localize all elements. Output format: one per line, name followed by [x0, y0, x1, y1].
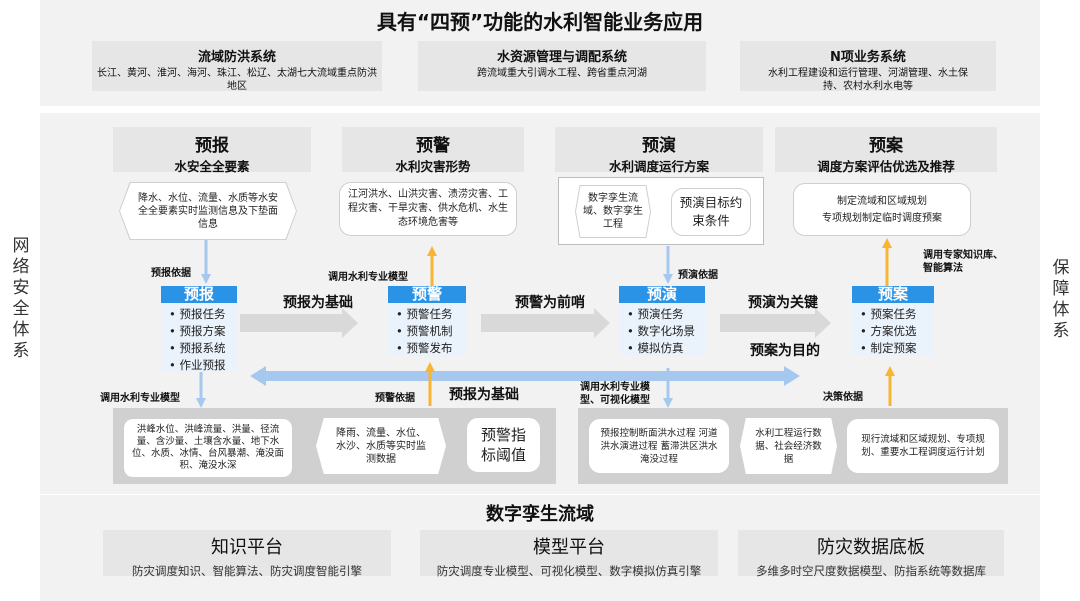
column-title: 预演 — [642, 136, 676, 156]
bottom-operation-data-box: 水利工程运行数据、社会经济数据 — [740, 418, 837, 474]
column-header-warning: 预警 水利灾害形势 — [342, 127, 524, 174]
system-desc: 长江、黄河、淮河、海河、珠江、松辽、太湖七大流域重点防洪地区 — [97, 68, 377, 92]
card-forecast: 预报 • 预报任务 • 预报方案 • 预报系统 • 作业预报 — [161, 286, 237, 372]
label-call-model-bottom: 调用水利专业模型 — [100, 393, 180, 404]
platform-name: 知识平台 — [211, 537, 283, 558]
column-header-plan: 预案 调度方案评估优选及推荐 — [775, 127, 997, 174]
flow-label-forecast-basis: 预报为基础 — [283, 295, 353, 311]
column-subtitle: 水利调度运行方案 — [608, 159, 709, 174]
label-rehearsal-basis: 预演依据 — [678, 270, 718, 281]
card-item: • 数字化场景 — [627, 324, 695, 338]
rehearsal-target-box: 预演目标约束条件 — [671, 188, 751, 236]
label-call-expert: 调用专家知识库、智能算法 — [923, 250, 1003, 274]
card-item: • 模拟仿真 — [627, 341, 684, 355]
card-item: • 方案优选 — [860, 324, 917, 338]
arrow-forecast-to-warning — [240, 308, 358, 338]
warning-info-box: 江河洪水、山洪灾害、渍涝灾害、工程灾害、干旱灾害、供水危机、水生态环境危害等 — [339, 182, 517, 236]
platform-name: 防灾数据底板 — [817, 537, 925, 558]
card-rehearsal: 预演 • 预演任务 • 数字化场景 • 模拟仿真 — [619, 286, 705, 356]
bottom-hydrology-box: 洪峰水位、洪峰流量、洪量、径流量、含沙量、土壤含水量、地下水位、水质、冰情、台风… — [123, 418, 293, 478]
card-item: • 预报系统 — [169, 341, 226, 355]
bottom-monitoring-box: 降雨、流量、水位、水沙、水质等实时监测数据 — [316, 418, 446, 474]
card-item: • 预警机制 — [396, 324, 453, 338]
card-title: 预案 — [852, 286, 934, 303]
flow-label-warning-sentinel: 预警为前哨 — [515, 295, 585, 311]
plan-info-line: 专项规划制定临时调度预案 — [822, 212, 942, 224]
bottom-flood-process-box: 预报控制断面洪水过程 河道洪水演进过程 蓄滞洪区洪水淹没过程 — [588, 418, 730, 474]
card-item: • 制定预案 — [860, 341, 917, 355]
platform-desc: 多维多时空尺度数据模型、防指系统等数据库 — [756, 564, 986, 578]
system-water-resources: 水资源管理与调配系统 跨流域重大引调水工程、跨省重点河湖 — [418, 41, 706, 91]
bottom-plan-schedule-box: 现行流域和区域规划、专项规划、重要水工程调度运行计划 — [846, 418, 1000, 474]
flow-label-plan-goal: 预案为目的 — [750, 343, 820, 359]
card-item: • 预警任务 — [396, 307, 453, 321]
flow-label-rehearsal-key: 预演为关键 — [748, 295, 818, 311]
forecast-info-box: 降水、水位、流量、水质等水安全全要素实时监测信息及下垫面信息 — [120, 183, 296, 239]
system-name: N项业务系统 — [830, 50, 906, 65]
rehearsal-twin-box: 数字孪生流域、数字孪生工程 — [576, 186, 650, 237]
card-item: • 预报任务 — [169, 307, 226, 321]
platform-knowledge: 知识平台 防灾调度知识、智能算法、防灾调度智能引擎 — [103, 530, 391, 578]
flow-label-back-forecast: 预报为基础 — [449, 387, 519, 403]
plan-info-box: 制定流域和区域规划 专项规划制定临时调度预案 — [793, 183, 971, 236]
column-subtitle: 调度方案评估优选及推荐 — [817, 159, 955, 174]
system-desc: 水利工程建设和运行管理、河湖管理、水土保持、农村水利水电等 — [768, 68, 968, 92]
column-header-rehearsal: 预演 水利调度运行方案 — [555, 127, 763, 174]
card-title: 预演 — [619, 286, 705, 303]
bottom-threshold-box: 预警指标阈值 — [466, 417, 541, 473]
system-desc: 跨流域重大引调水工程、跨省重点河湖 — [477, 68, 647, 79]
label-call-model: 调用水利专业模型 — [328, 272, 408, 283]
system-n-business: N项业务系统 水利工程建设和运行管理、河湖管理、水土保持、农村水利水电等 — [740, 41, 996, 92]
label-call-model-vis: 调用水利专业模型、可视化模型 — [580, 382, 650, 406]
side-label-guarantee: 保障体系 — [1052, 258, 1070, 341]
column-subtitle: 水安全全要素 — [174, 159, 250, 174]
column-subtitle: 水利灾害形势 — [395, 159, 471, 174]
label-decision-basis: 决策依据 — [823, 392, 863, 403]
arrow-rehearsal-to-plan — [720, 308, 831, 338]
arrow-warning-to-rehearsal — [481, 308, 610, 338]
label-warning-basis: 预警依据 — [375, 393, 415, 404]
digital-twin-title: 数字孪生流域 — [486, 504, 594, 525]
card-item: • 预报方案 — [169, 324, 226, 338]
card-item: • 预案任务 — [860, 307, 917, 321]
plan-info-line: 制定流域和区域规划 — [837, 195, 927, 207]
column-title: 预案 — [869, 136, 903, 156]
page-title: 具有“四预”功能的水利智能业务应用 — [376, 10, 704, 34]
arrow-back-forecast — [250, 366, 800, 386]
column-title: 预报 — [195, 136, 229, 156]
column-title: 预警 — [416, 136, 450, 156]
card-item: • 预演任务 — [627, 307, 684, 321]
card-item: • 作业预报 — [169, 358, 226, 372]
system-flood-control: 流域防洪系统 长江、黄河、淮河、海河、珠江、松辽、太湖七大流域重点防洪地区 — [92, 41, 382, 92]
label-forecast-basis: 预报依据 — [151, 268, 191, 279]
side-label-network-security: 网络安全体系 — [12, 236, 30, 361]
system-name: 流域防洪系统 — [197, 50, 276, 65]
card-title: 预报 — [161, 286, 237, 303]
platform-data-base: 防灾数据底板 多维多时空尺度数据模型、防指系统等数据库 — [738, 530, 1004, 578]
platform-desc: 防灾调度专业模型、可视化模型、数字模拟仿真引擎 — [436, 564, 702, 578]
platform-desc: 防灾调度知识、智能算法、防灾调度智能引擎 — [132, 564, 362, 578]
platform-model: 模型平台 防灾调度专业模型、可视化模型、数字模拟仿真引擎 — [420, 530, 718, 578]
card-title: 预警 — [388, 286, 466, 303]
card-item: • 预警发布 — [396, 341, 453, 355]
column-header-forecast: 预报 水安全全要素 — [113, 127, 311, 174]
card-plan: 预案 • 预案任务 • 方案优选 • 制定预案 — [852, 286, 934, 356]
system-name: 水资源管理与调配系统 — [496, 50, 627, 65]
card-warning: 预警 • 预警任务 • 预警机制 • 预警发布 — [388, 286, 466, 356]
platform-name: 模型平台 — [533, 537, 605, 558]
